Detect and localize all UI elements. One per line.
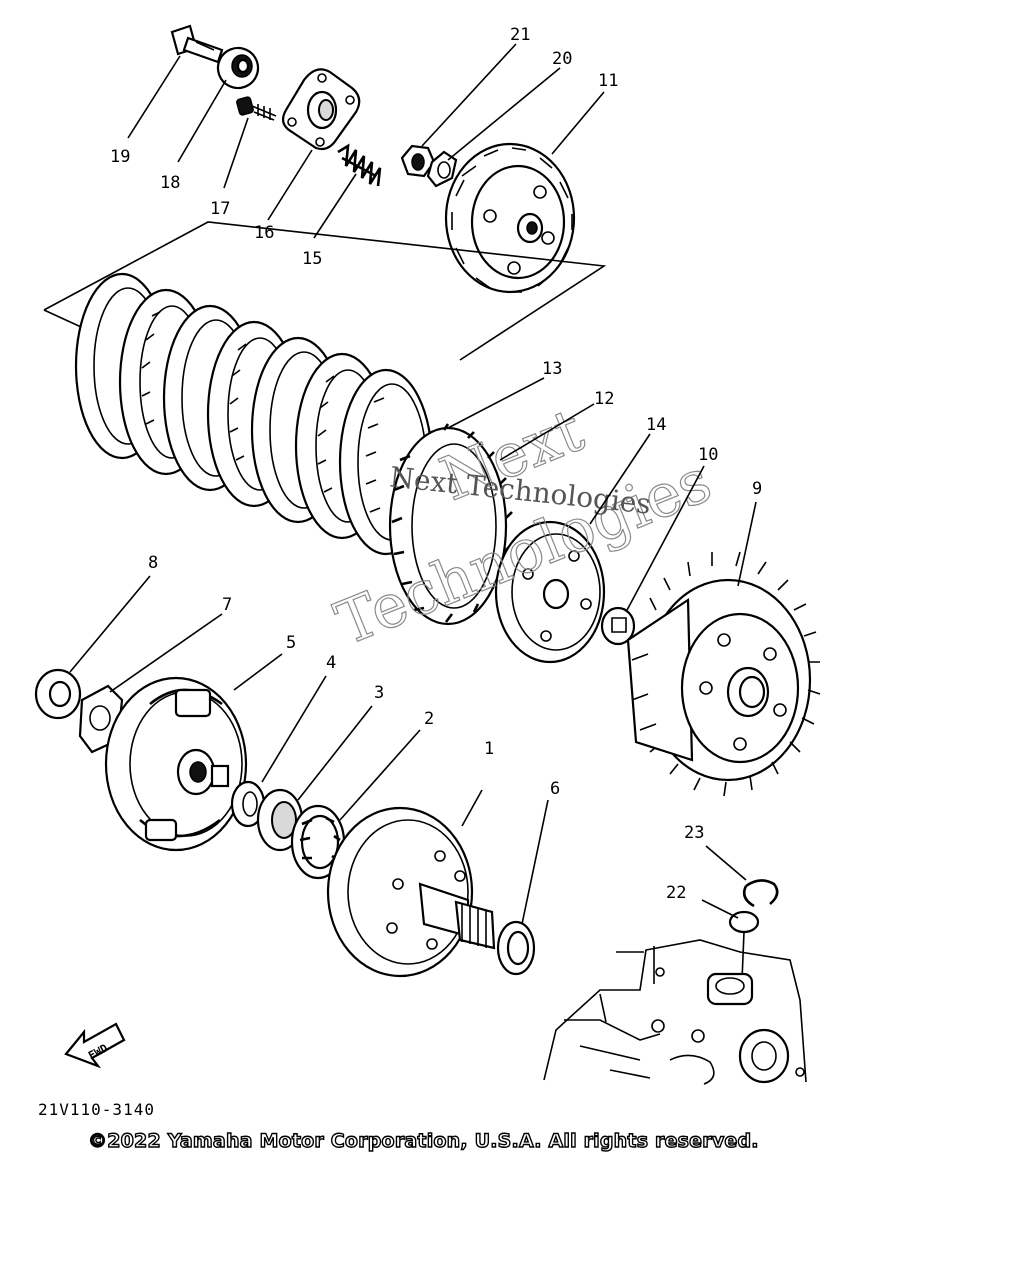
- callout-18: 18: [160, 173, 180, 193]
- callout-11: 11: [598, 71, 618, 91]
- copyright-notice: ©2022 Yamaha Motor Corporation, U.S.A. A…: [87, 1129, 759, 1152]
- callout-23: 23: [684, 823, 704, 843]
- part-13-friction-plate: [388, 423, 513, 626]
- part-3-one-way-clutch: [256, 788, 304, 852]
- part-21-nut: [400, 144, 436, 178]
- part-5-clutch-carrier: [104, 676, 248, 852]
- callout-8: 8: [148, 553, 158, 573]
- callout-6: 6: [550, 779, 560, 799]
- part-17-bolt: [236, 96, 277, 121]
- callout-2: 2: [424, 709, 434, 729]
- callout-7: 7: [222, 595, 232, 615]
- clutch-plate-stack: [74, 272, 434, 556]
- callout-20: 20: [552, 49, 572, 69]
- part-1-primary-drive: [326, 806, 496, 978]
- part-20-lock-washer: [426, 150, 458, 188]
- part-9-clutch-housing: [626, 551, 821, 797]
- callout-13: 13: [542, 359, 562, 379]
- callout-17: 17: [210, 199, 230, 219]
- callout-9: 9: [752, 479, 762, 499]
- part-14-pressure-disc: [494, 520, 606, 664]
- callout-12: 12: [594, 389, 614, 409]
- part-22-plug: [728, 910, 760, 981]
- part-16-pressure-plate: [281, 68, 361, 151]
- fwd-arrow-icon: FWD: [64, 1022, 126, 1069]
- callout-4: 4: [326, 653, 336, 673]
- callout-15: 15: [302, 249, 322, 269]
- callout-22: 22: [666, 883, 686, 903]
- callout-labels: 1 2 3 4 5 6 7 8 9 10 11 12 13 14 15 16 1…: [110, 25, 762, 903]
- part-19-bolt: [170, 24, 224, 64]
- callout-16: 16: [254, 223, 274, 243]
- part-23-circlip: [742, 879, 779, 908]
- part-6-washer: [496, 920, 536, 976]
- crankcase-fragment: [543, 939, 807, 1085]
- part-10-thrust-washer: [600, 606, 636, 646]
- callout-5: 5: [286, 633, 296, 653]
- callout-14: 14: [646, 415, 666, 435]
- callout-3: 3: [374, 683, 384, 703]
- callout-1: 1: [484, 739, 494, 759]
- diagram-code: 21V110-3140: [38, 1100, 155, 1119]
- callout-19: 19: [110, 147, 130, 167]
- callout-10: 10: [698, 445, 718, 465]
- leader-lines: [69, 43, 757, 925]
- callout-21: 21: [510, 25, 530, 45]
- part-18-bearing: [216, 46, 260, 90]
- part-11-clutch-boss: [444, 142, 576, 294]
- part-15-spring: [337, 143, 382, 187]
- part-8-washer: [34, 668, 82, 720]
